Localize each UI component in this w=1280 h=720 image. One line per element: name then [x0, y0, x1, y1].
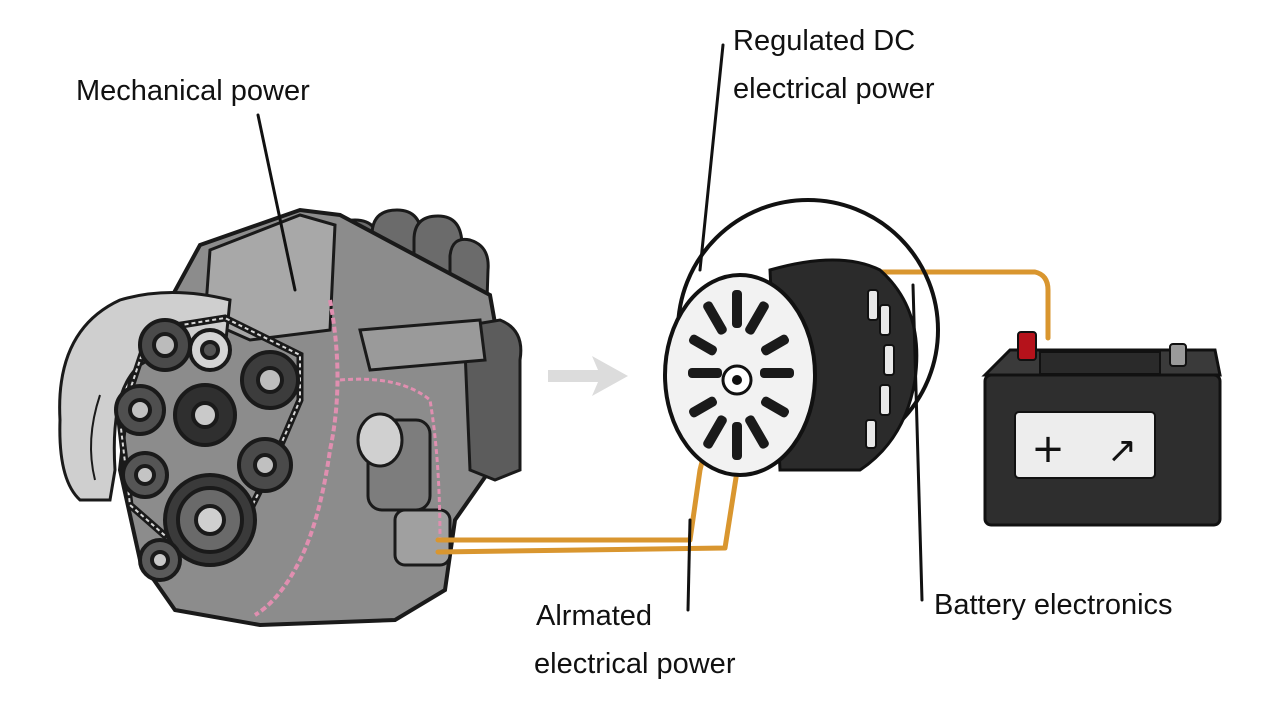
label-armated-line1: Alrmated — [536, 600, 652, 632]
label-battery-electronics: Battery electronics — [934, 589, 1173, 621]
negative-terminal — [1169, 343, 1187, 367]
flow-arrow-icon — [548, 356, 628, 396]
car-battery-icon: + ↗ — [981, 331, 1222, 527]
positive-terminal — [1017, 331, 1037, 361]
alternator-icon — [663, 198, 940, 477]
label-regulated-dc-line1: Regulated DC — [733, 25, 915, 57]
engine-icon — [58, 207, 523, 628]
leader-lines — [256, 43, 924, 612]
label-regulated-dc-line2: electrical power — [733, 73, 935, 105]
battery-plus-symbol: + — [1031, 426, 1065, 472]
label-armated-line2: electrical power — [534, 648, 736, 680]
label-mechanical-power: Mechanical power — [76, 75, 310, 107]
battery-arrow-symbol: ↗ — [1107, 430, 1137, 471]
